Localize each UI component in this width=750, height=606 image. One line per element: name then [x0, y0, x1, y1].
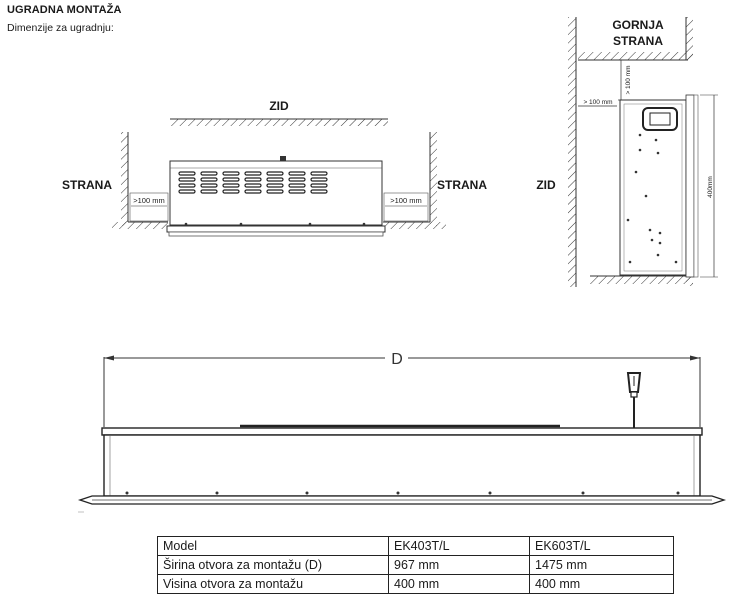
table-header-row: Model EK403T/L EK603T/L: [157, 536, 674, 556]
side-wall-hatch: [568, 17, 577, 287]
bottom-power-plug: [626, 372, 642, 428]
front-side-left-label: STRANA: [62, 178, 112, 192]
spec-table: Model EK403T/L EK603T/L Širina otvora za…: [157, 536, 674, 594]
side-bottom-slab: [590, 275, 693, 286]
side-top-clearance: > 100 mm: [618, 59, 632, 101]
bottom-dimension-line: D: [103, 351, 701, 427]
front-left-clearance: >100 mm: [129, 192, 169, 222]
side-height-dimension: 400mm: [700, 94, 718, 278]
side-view-drawing: GORNJA STRANA ZID > 100 mm: [536, 17, 718, 287]
table-cell: 400 mm: [388, 574, 530, 594]
front-view-drawing: ZID: [62, 99, 487, 237]
bottom-dimension-label: D: [391, 351, 403, 368]
side-top-clearance-label: > 100 mm: [625, 65, 632, 94]
side-left-clearance-label: > 100 mm: [583, 99, 612, 106]
bottom-view-drawing: D: [77, 351, 727, 513]
table-row: Širina otvora za montažu (D) 967 mm 1475…: [157, 555, 674, 575]
bottom-heater-body: [77, 424, 727, 513]
table-header-cell: EK603T/L: [529, 536, 674, 556]
table-cell: Širina otvora za montažu (D): [157, 555, 389, 575]
side-top-label-line1: GORNJA: [612, 18, 664, 32]
front-wall-label: ZID: [269, 99, 289, 113]
table-header-cell: EK403T/L: [388, 536, 530, 556]
table-header-cell: Model: [157, 536, 389, 556]
side-top-slab: [578, 17, 693, 61]
front-right-side-wall: [383, 132, 446, 229]
table-cell: 400 mm: [529, 574, 674, 594]
side-left-clearance: > 100 mm: [578, 99, 617, 107]
installation-drawings: ZID: [62, 17, 727, 513]
front-wall-hatch: [170, 118, 388, 126]
table-row: Visina otvora za montažu 400 mm 400 mm: [157, 574, 674, 594]
front-heater-body: [166, 156, 386, 237]
table-cell: 967 mm: [388, 555, 530, 575]
side-heater-panel: [619, 94, 699, 278]
side-height-label: 400mm: [707, 176, 714, 198]
section-subtitle: Dimenzije za ugradnju:: [7, 22, 114, 34]
front-side-right-label: STRANA: [437, 178, 487, 192]
side-wall-label: ZID: [536, 178, 556, 192]
table-cell: Visina otvora za montažu: [157, 574, 389, 594]
front-right-clearance: >100 mm: [383, 192, 429, 222]
table-cell: 1475 mm: [529, 555, 674, 575]
front-left-clearance-label: >100 mm: [133, 196, 164, 205]
side-top-label-line2: STRANA: [613, 34, 663, 48]
front-left-side-wall: [112, 132, 168, 229]
front-right-clearance-label: >100 mm: [390, 196, 421, 205]
section-title: UGRADNA MONTAŽA: [7, 4, 122, 16]
